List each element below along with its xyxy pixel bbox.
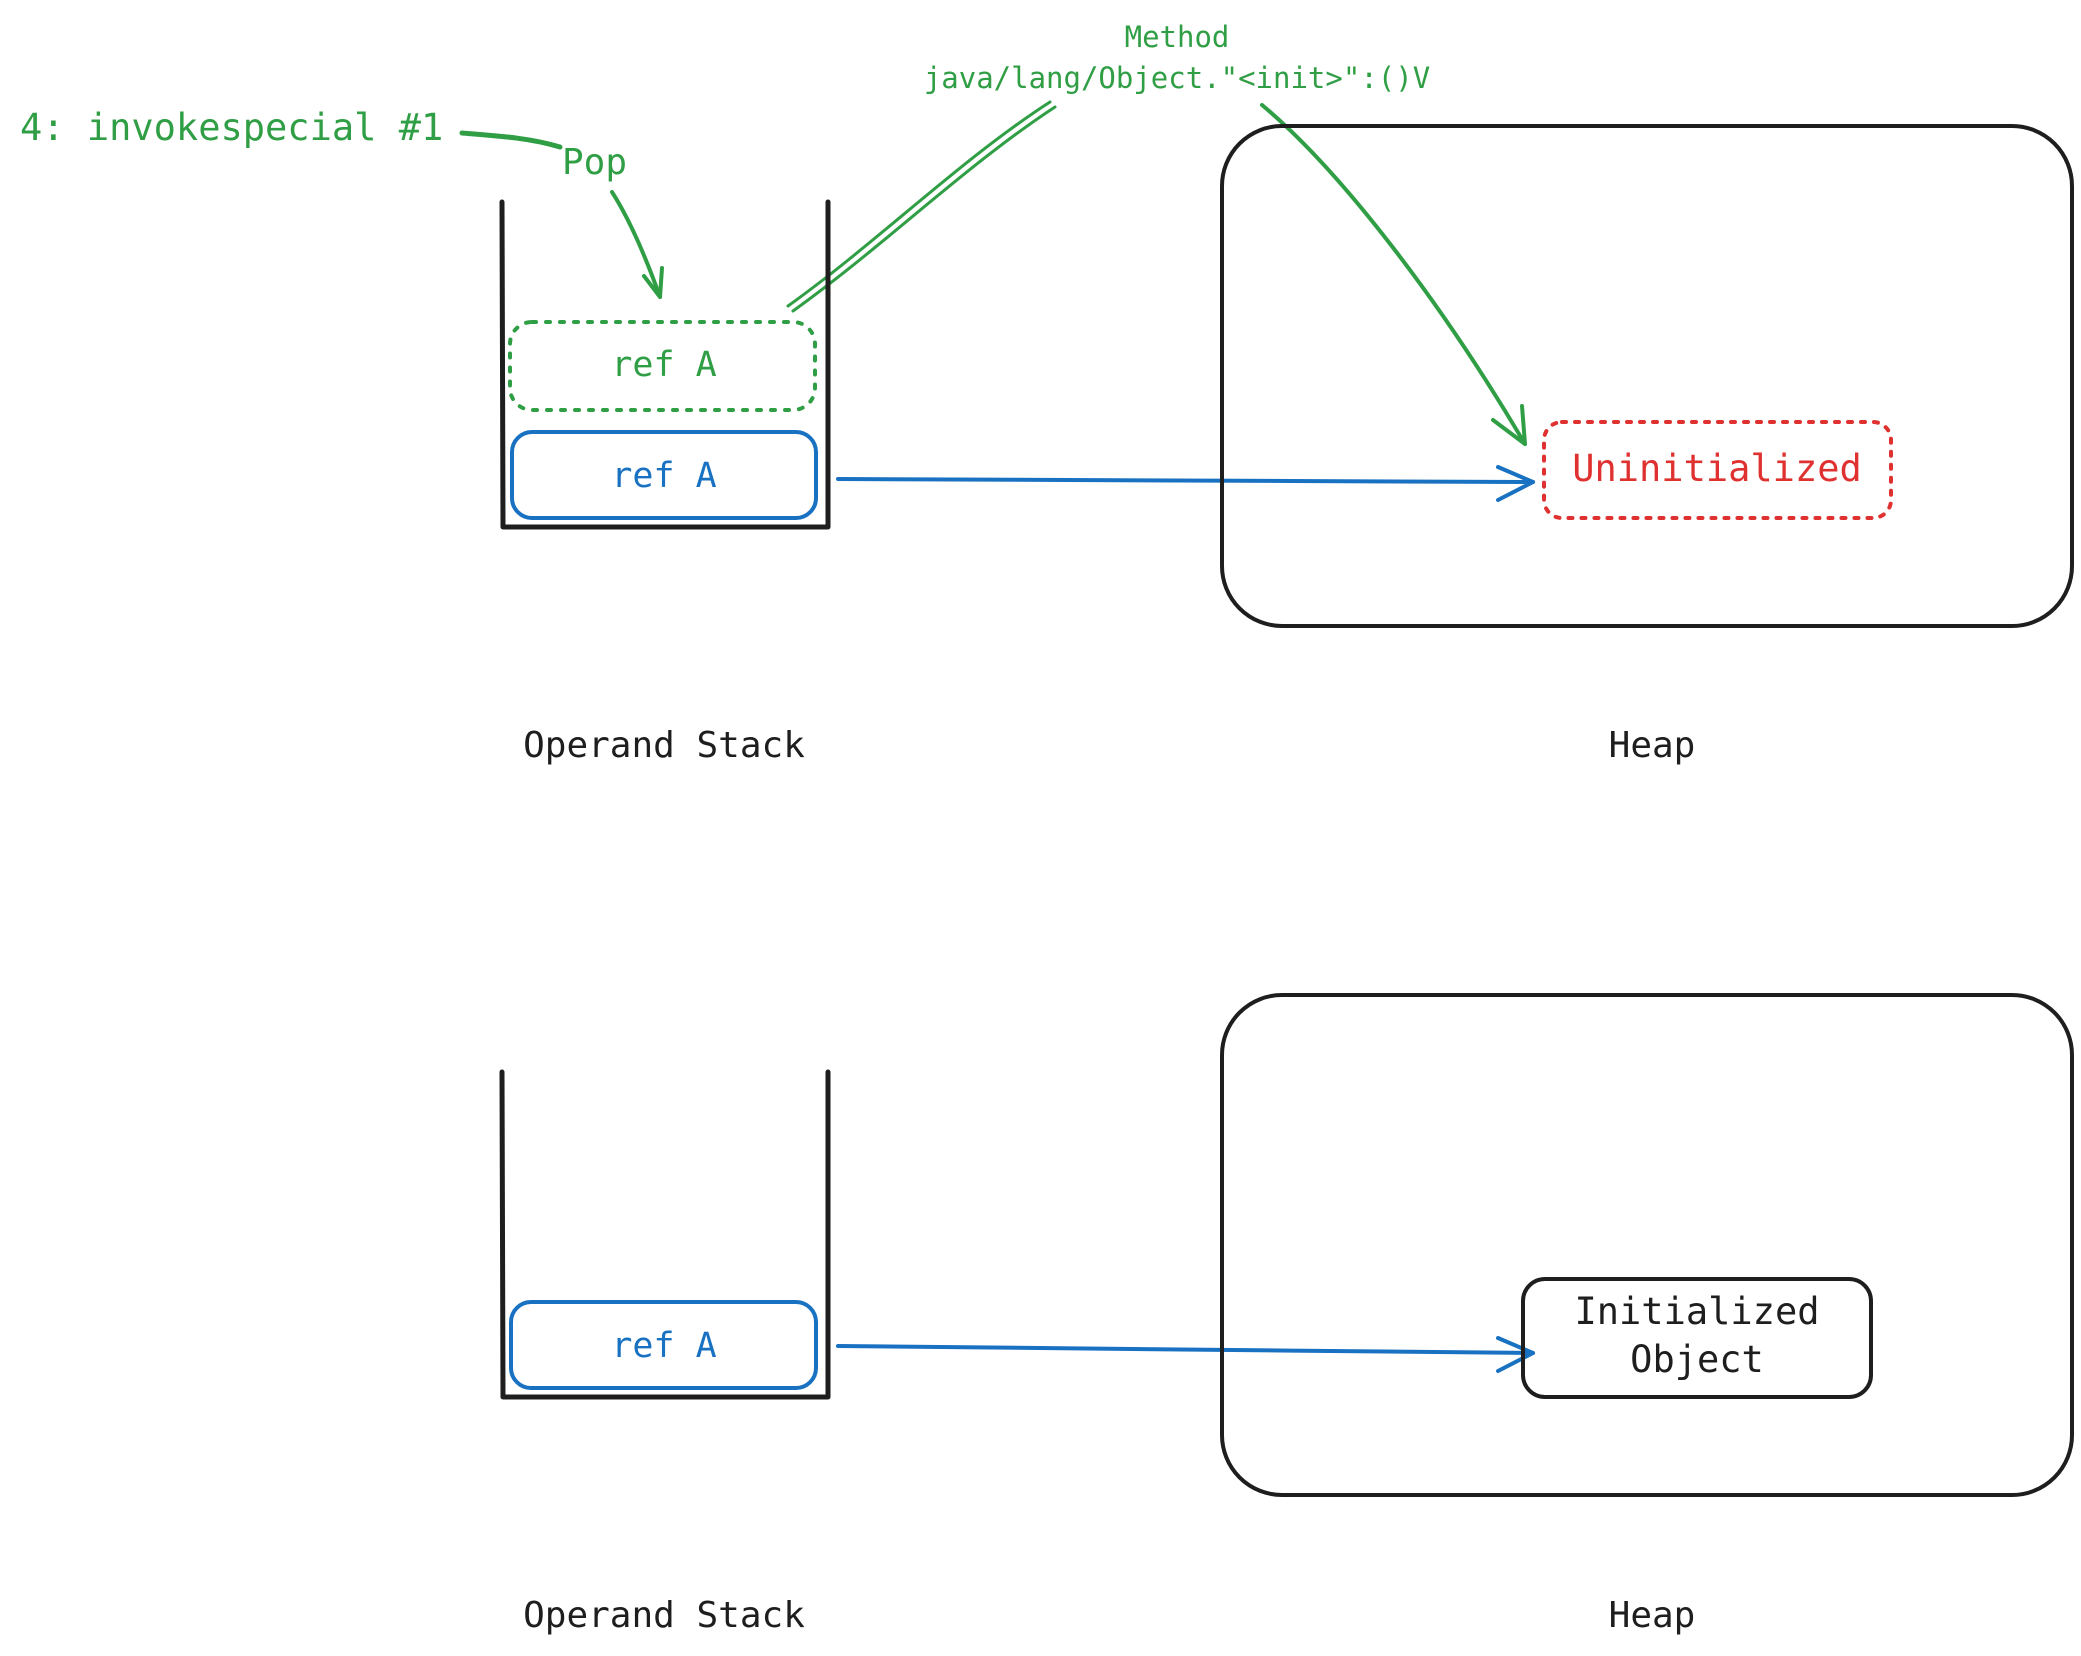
heap-caption: Heap	[1609, 725, 1696, 766]
stack-ref-box: ref A	[509, 1300, 818, 1390]
pop-arrow	[610, 190, 664, 299]
operand-stack-caption: Operand Stack	[523, 1595, 805, 1636]
stack-ref-label: ref A	[611, 1326, 716, 1366]
stack-ref-box: ref A	[510, 430, 818, 520]
reference-arrow	[836, 465, 1535, 502]
heap-container	[1220, 993, 2074, 1497]
initialized-label-line2: Object	[1630, 1338, 1764, 1381]
method-label-line2: java/lang/Object."<init>":()V	[924, 61, 1430, 95]
method-to-object-arrow	[1260, 103, 1527, 446]
method-label-line1: Method	[1125, 20, 1230, 54]
popped-ref-label: ref A	[611, 345, 716, 385]
uninitialized-label: Uninitialized	[1572, 447, 1862, 490]
popped-ref-box: ref A	[508, 320, 817, 412]
instruction-label: 4: invokespecial #1	[20, 106, 443, 149]
heap-caption: Heap	[1609, 1595, 1696, 1636]
instruction-connector	[459, 130, 563, 150]
heap-container	[1220, 124, 2074, 628]
uninitialized-object: Uninitialized	[1542, 420, 1893, 520]
pop-label: Pop	[562, 142, 627, 183]
reference-arrow	[836, 1336, 1535, 1373]
operand-stack-container	[499, 1069, 831, 1400]
operand-stack-container	[499, 199, 831, 530]
initialized-object: Initialized Object	[1521, 1277, 1873, 1399]
bottom-scene: ref A Initialized Object Operand Stack H…	[499, 993, 2074, 1636]
top-scene: 4: invokespecial #1 Pop Method java/lang…	[20, 20, 2074, 766]
operand-stack-caption: Operand Stack	[523, 725, 805, 766]
initialized-label-line1: Initialized	[1574, 1290, 1819, 1333]
stack-ref-label: ref A	[611, 456, 716, 496]
